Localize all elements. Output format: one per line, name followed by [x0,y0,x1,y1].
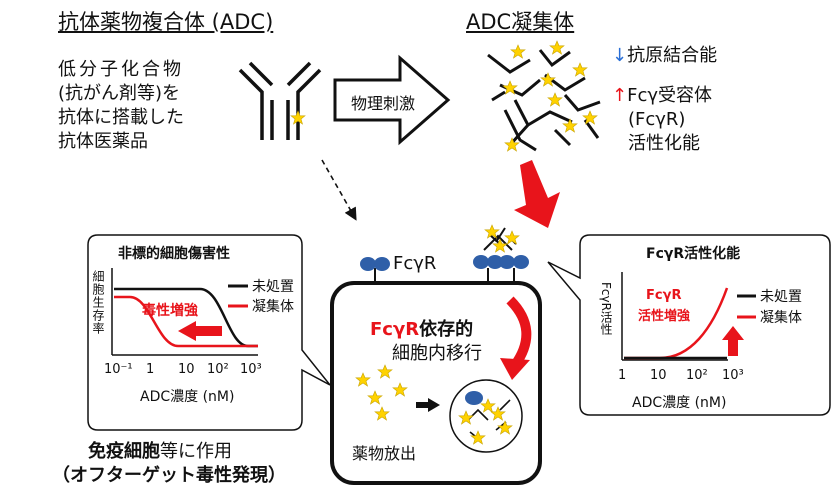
bottom-caption: 免疫細胞等に作用 [88,440,232,464]
antigen-binding-text: 抗原結合能 [627,45,718,66]
activity-annotation-line: 活性増強 [638,309,691,324]
cell-heading-red: FcγR [370,319,420,340]
right-ylabel: FcγR活性 [599,282,613,335]
bound-receptors-icon [473,227,529,283]
legend-untreated: 未処置 [252,279,294,295]
adc-desc-line: 抗体に搭載した [58,107,184,128]
antigen-binding-effect: ↓抗原結合能 [612,44,717,68]
release-arrow [416,398,440,412]
left-panel-title: 非標的細胞傷害性 [118,246,230,262]
drug-release-label: 薬物放出 [352,444,417,463]
adc-title: 抗体薬物複合体 (ADC) [58,10,274,34]
aggregate-title: ADC凝集体 [466,10,575,34]
left-tick: 1 [146,362,155,377]
cell-heading-black: 依存的 [419,319,474,340]
fcgr-effect-line: 活性化能 [628,133,700,154]
right-tick: 1 [618,368,627,383]
dashed-arrow [321,159,357,221]
aggregate-curve [114,295,258,348]
right-panel-title: FcγR活性化能 [646,246,741,262]
legend-aggregate: 凝集体 [252,299,294,315]
stimulus-arrow [333,54,451,146]
immune-cell-text: 免疫細胞 [88,441,160,462]
left-ylabel: 細胞生存率 [91,270,105,335]
cell-subheading: 細胞内移行 [392,343,482,364]
adc-desc-line: 抗体医薬品 [58,131,148,152]
right-tick: 10² [686,368,708,383]
activity-annotation-line: FcγR [646,288,682,303]
left-tick: 10² [207,362,229,377]
fcgr-effect: ↑Fcγ受容体 (FcγR) 活性化能 [612,84,712,156]
fcgr-label: FcγR [393,253,437,274]
fcgr-effect-line: (FcγR) [628,109,686,130]
stimulus-label: 物理刺激 [351,94,416,113]
shift-arrow [178,321,222,341]
adc-desc-line: 低分子化合物 [58,59,184,80]
fcgr-receptor-icon [360,257,390,283]
right-tick: 10 [650,368,667,383]
aggregate-icon [487,49,601,152]
toxicity-annotation: 毒性増強 [142,303,198,319]
fcgr-effect-line: Fcγ受容体 [627,85,712,106]
offtarget-caption: （オフターゲット毒性発現） [52,465,286,486]
red-down-arrow [514,160,560,228]
left-xlabel: ADC濃度 (nM) [140,389,235,405]
right-panel-bubble [547,234,831,416]
left-tick: 10⁻¹ [104,362,133,377]
adc-description: 低分子化合物 (抗がん剤等)を 抗体に搭載した 抗体医薬品 [58,58,184,154]
left-tick: 10 [178,362,195,377]
left-tick: 10³ [240,362,262,377]
right-xlabel: ADC濃度 (nM) [632,395,727,411]
adc-desc-line: (抗がん剤等)を [58,83,181,104]
up-shift-arrow [722,326,744,356]
act-on-text: 等に作用 [160,441,232,462]
antibody-icon [238,61,322,140]
legend-untreated: 未処置 [760,289,802,305]
cell-heading: FcγR依存的 [370,318,473,342]
internalization-arrow [500,358,530,380]
right-tick: 10³ [722,368,744,383]
up-arrow-icon: ↑ [612,85,628,106]
legend-aggregate: 凝集体 [760,310,802,326]
down-arrow-icon: ↓ [612,45,628,66]
